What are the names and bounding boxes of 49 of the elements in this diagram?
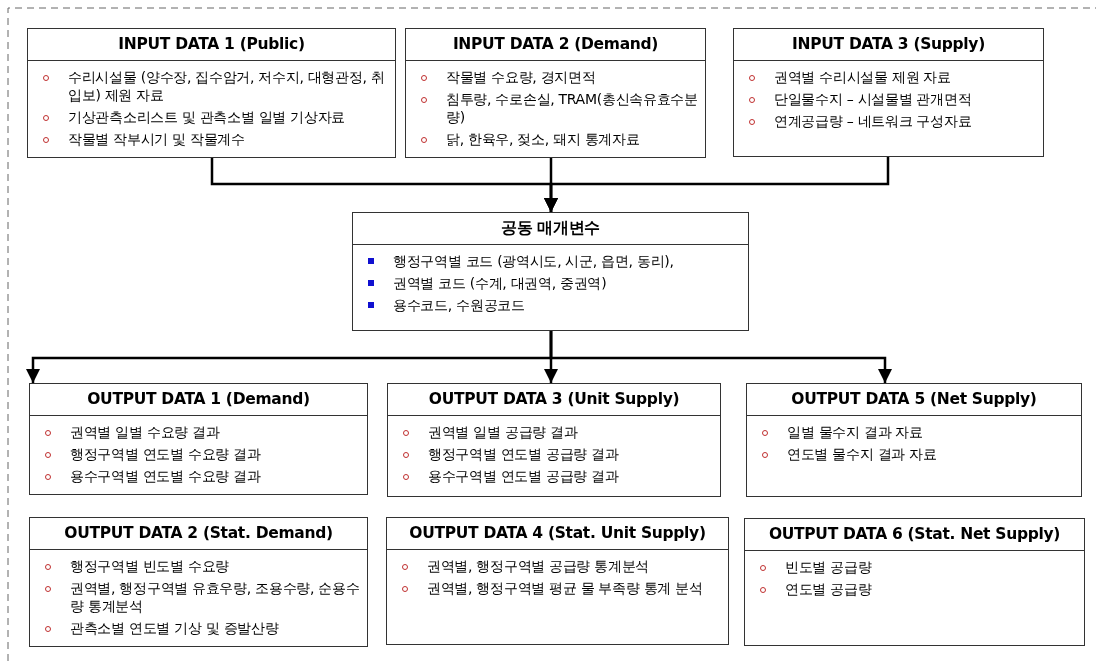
list-item-text: 권역별 수리시설물 제원 자료: [774, 69, 951, 85]
list-item-text: 권역별, 행정구역별 유효우량, 조용수량, 순용수량 통계분석: [70, 580, 360, 614]
box-heading: OUTPUT DATA 3 (Unit Supply): [388, 384, 720, 416]
list-item-text: 행정구역별 연도별 수요량 결과: [70, 446, 261, 462]
box-heading: INPUT DATA 1 (Public): [28, 29, 395, 61]
data-box: [29, 517, 368, 647]
list-item-text: 권역별, 행정구역별 평균 물 부족량 통계 분석: [427, 580, 703, 596]
list-item-text: 용수구역별 연도별 공급량 결과: [428, 468, 619, 484]
list-item-text: 행정구역별 빈도별 수요량: [70, 558, 229, 574]
box-heading: OUTPUT DATA 1 (Demand): [30, 384, 367, 416]
data-box: [27, 28, 396, 158]
data-box: [405, 28, 706, 158]
box-heading: INPUT DATA 3 (Supply): [734, 29, 1043, 61]
data-box: [744, 518, 1085, 646]
list-item-text: 단일물수지 – 시설물별 관개면적: [774, 91, 972, 107]
box-heading: OUTPUT DATA 5 (Net Supply): [747, 384, 1081, 416]
list-item-text: 권역별 코드 (수계, 대권역, 중권역): [393, 275, 607, 291]
list-item-text: 닭, 한육우, 젖소, 돼지 통계자료: [446, 131, 640, 147]
list-item-text: 작물별 작부시기 및 작물계수: [68, 131, 245, 147]
data-box: [352, 212, 749, 331]
data-box: [29, 383, 368, 495]
list-item-text: 연도별 공급량: [785, 581, 872, 597]
box-heading: OUTPUT DATA 4 (Stat. Unit Supply): [387, 518, 728, 550]
list-item-text: 수리시설물 (양수장, 집수암거, 저수지, 대형관정, 취입보) 제원 자료: [68, 69, 385, 103]
list-item-text: 용수코드, 수원공코드: [393, 297, 525, 313]
data-box: [733, 28, 1044, 157]
list-item-text: 연계공급량 – 네트워크 구성자료: [774, 113, 972, 129]
list-item-text: 권역별, 행정구역별 공급량 통계분석: [427, 558, 650, 574]
data-box: [746, 383, 1082, 497]
list-item-text: 연도별 물수지 결과 자료: [787, 446, 937, 462]
list-item-text: 권역별 일별 공급량 결과: [428, 424, 578, 440]
box-heading: OUTPUT DATA 2 (Stat. Demand): [30, 518, 367, 550]
list-item-text: 행정구역별 연도별 공급량 결과: [428, 446, 619, 462]
box-heading: INPUT DATA 2 (Demand): [406, 29, 705, 61]
arrow: [549, 331, 892, 383]
list-item-text: 작물별 수요량, 경지면적: [446, 69, 596, 85]
list-item-text: 빈도별 공급량: [785, 559, 872, 575]
box-heading: 공동 매개변수: [353, 213, 748, 245]
list-item-text: 기상관측소리스트 및 관측소별 일별 기상자료: [68, 109, 345, 125]
list-item-text: 관측소별 연도별 기상 및 증발산량: [70, 620, 279, 636]
list-item-text: 용수구역별 연도별 수요량 결과: [70, 468, 261, 484]
list-item-text: 침투량, 수로손실, TRAM(총신속유효수분량): [446, 91, 698, 125]
list-item-text: 일별 물수지 결과 자료: [787, 424, 923, 440]
list-item-text: 권역별 일별 수요량 결과: [70, 424, 220, 440]
data-box: [386, 517, 729, 645]
data-box: [387, 383, 721, 497]
list-item-text: 행정구역별 코드 (광역시도, 시군, 읍면, 동리),: [393, 253, 674, 269]
arrow: [544, 157, 890, 212]
box-heading: OUTPUT DATA 6 (Stat. Net Supply): [745, 519, 1084, 551]
